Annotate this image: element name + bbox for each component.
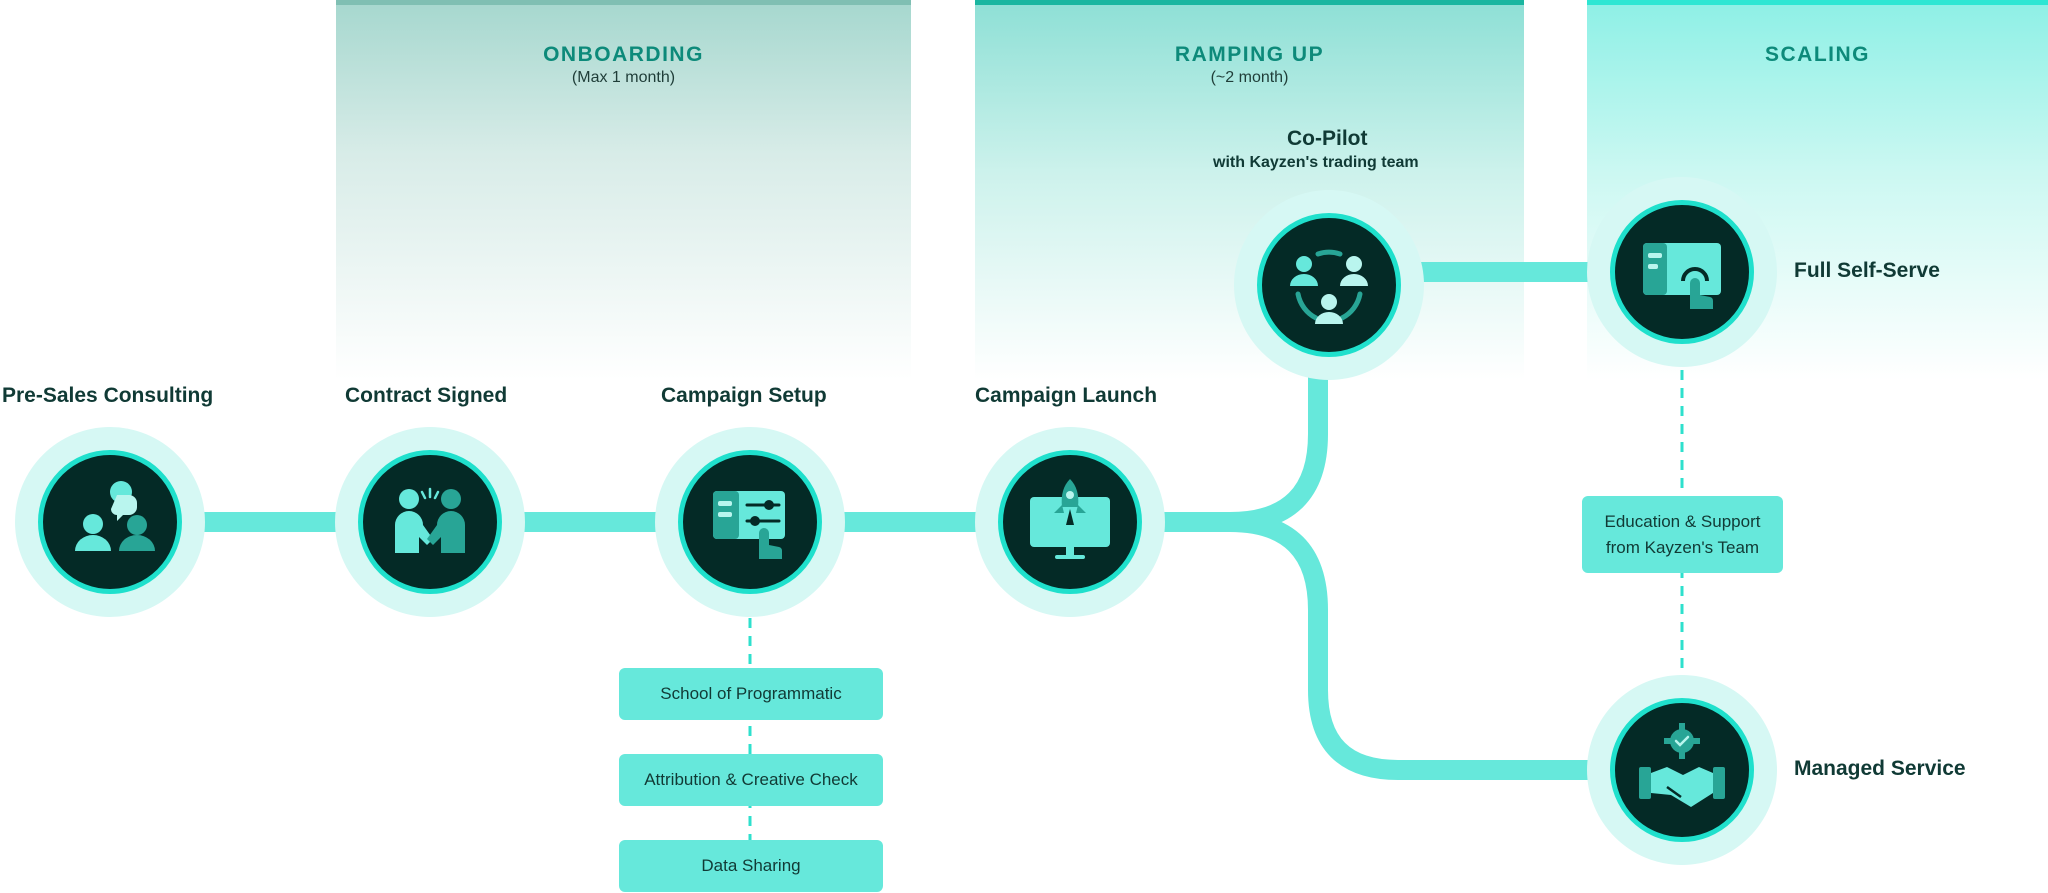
node-selfserve	[1587, 177, 1777, 367]
node-copilot	[1234, 190, 1424, 380]
node-label-contract: Contract Signed	[345, 384, 508, 407]
phase-title: SCALING	[1765, 43, 1870, 66]
node-presales	[15, 427, 205, 617]
phase-title: RAMPING UP	[1174, 43, 1325, 66]
node-label-presales: Pre-Sales Consulting	[2, 384, 214, 407]
handshake-people-icon	[395, 487, 465, 553]
setup-step-box: School of Programmatic	[619, 668, 883, 720]
support-box: Education & Support from Kayzen's Team	[1582, 496, 1783, 573]
node-label-selfserve: Full Self-Serve	[1794, 259, 1940, 282]
node-setup	[655, 427, 845, 617]
support-box-line: Education & Support	[1604, 511, 1761, 531]
phase-title: ONBOARDING	[543, 43, 704, 66]
team-cycle-icon	[1290, 249, 1368, 324]
phase-onboarding: ONBOARDING (Max 1 month)	[336, 0, 911, 380]
phase-subtitle: (Max 1 month)	[571, 69, 676, 86]
dashboard-settings-icon	[713, 491, 785, 559]
setup-step-box: Data Sharing	[619, 840, 883, 892]
node-label-copilot: Co-Pilot	[1287, 127, 1368, 150]
rocket-monitor-icon	[1030, 479, 1110, 559]
node-sublabel-copilot: with Kayzen's trading team	[1213, 154, 1419, 171]
support-box-line: from Kayzen's Team	[1605, 537, 1760, 557]
gear-handshake-icon	[1639, 723, 1725, 807]
node-launch	[975, 427, 1165, 617]
node-contract	[335, 427, 525, 617]
consulting-people-icon	[75, 481, 155, 551]
setup-step-box: Attribution & Creative Check	[619, 754, 883, 806]
node-managed	[1587, 675, 1777, 865]
node-label-managed: Managed Service	[1794, 757, 1966, 780]
phase-subtitle: (~2 month)	[1210, 69, 1289, 86]
branch-to-managed	[1229, 512, 1682, 780]
node-label-launch: Campaign Launch	[975, 384, 1158, 407]
node-label-setup: Campaign Setup	[661, 384, 827, 407]
touch-dashboard-icon	[1643, 243, 1721, 309]
